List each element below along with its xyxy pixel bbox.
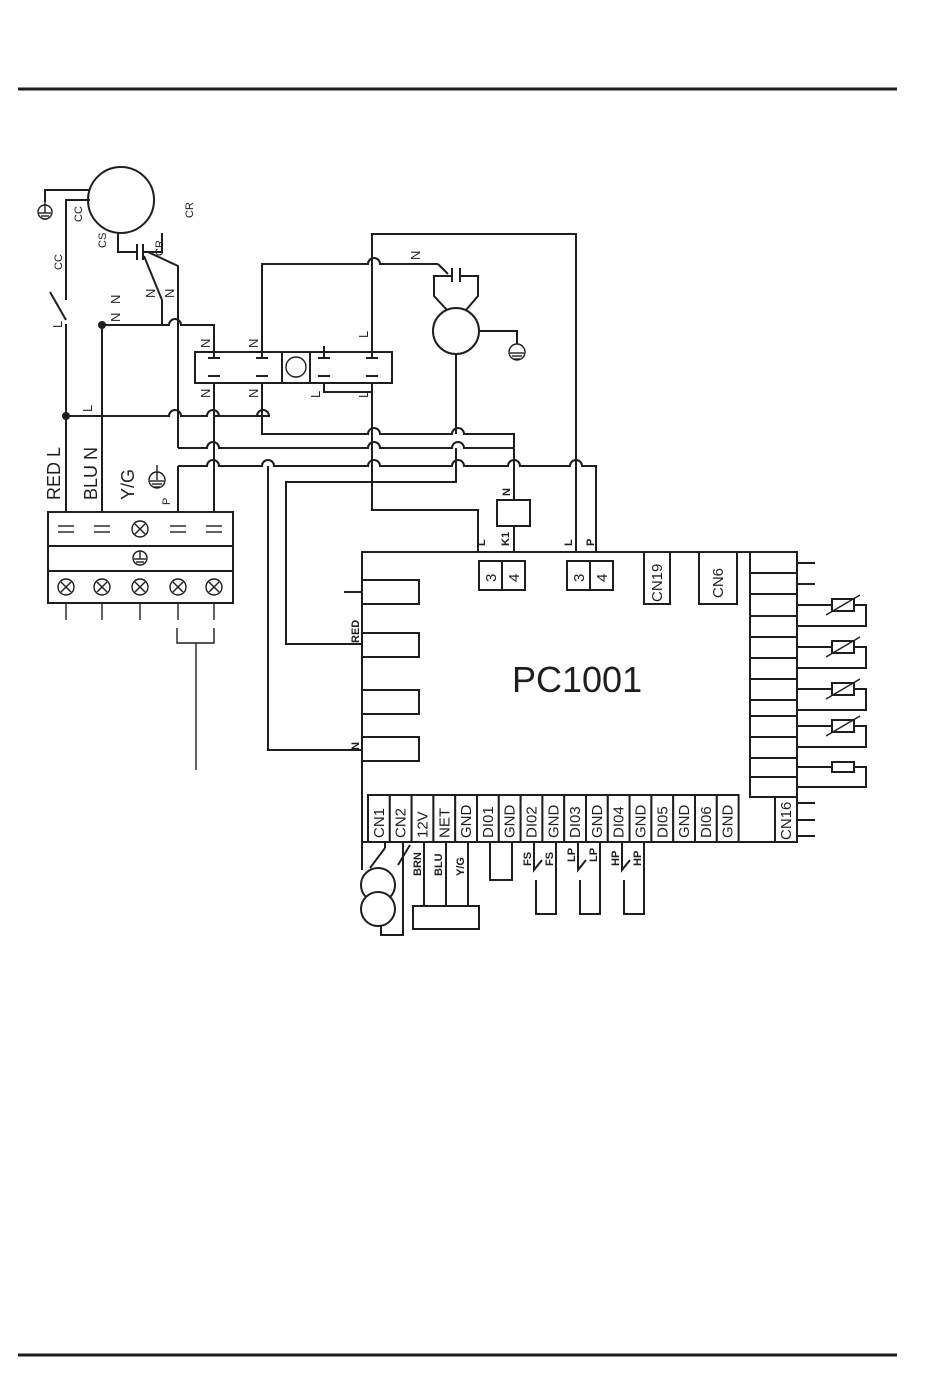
l-label-relay: L [476,539,488,546]
bottom-pin-9: GND [545,805,562,839]
bottom-pin-3: 12V [415,811,432,838]
relay-coil [497,500,530,526]
n-label-k5: N [246,389,261,398]
bottom-pin-10: DI03 [567,806,584,838]
bottom-pin-2: CN2 [393,808,410,838]
top-pin-3: 3 [571,574,588,582]
communication-cable: BRN BLU Y/G [412,842,479,929]
n-label-c2: N [162,289,177,298]
connector-cn19: CN19 [649,564,666,602]
sensor-icon [797,762,866,787]
hp-label-1: HP [610,851,622,866]
bottom-pin-13: GND [633,805,650,839]
sensor-thermistors [797,595,866,787]
compressor: CC CS CR [73,167,196,248]
top-pin-1: 3 [483,574,500,582]
bottom-pin-4: NET [436,808,453,838]
fan-motor [433,264,517,434]
compressor-switch [50,292,66,320]
terminal-label-yg: Y/G [118,469,138,500]
bottom-pin-8: DI02 [524,806,541,838]
connector-cn6: CN6 [710,568,727,598]
l-label-k6: L [308,391,323,398]
bottom-pin-7: GND [502,805,519,839]
terminal-label-red-l: RED L [44,447,64,500]
l-label-switch: L [50,321,65,328]
cable-yg: Y/G [455,857,467,876]
cc-label: CC [53,254,65,270]
red-label-board: RED [350,620,362,643]
l-label-top: L [563,539,575,546]
n-label-k4: N [198,389,213,398]
l-label-bus: L [80,405,95,412]
board-name: PC1001 [512,659,642,700]
thermistor-icon [797,679,866,710]
terminal-label-p: P [161,498,173,505]
compressor-terminal-cs: CS [97,233,109,248]
terminal-label-blu-n: BLU N [81,447,101,500]
ground-icon [509,344,525,360]
bottom-pin-12: DI04 [611,806,628,838]
ground-icon [38,202,52,219]
thermistor-icon [797,595,866,626]
relay-k1-label: K1 [500,532,512,546]
bottom-pin-11: GND [589,805,606,839]
compressor-terminal-cc: CC [73,206,85,222]
low-pressure-switch: LP LP [566,842,600,914]
flow-switch: FS FS [522,842,556,914]
bottom-pin-16: DI06 [698,806,715,838]
fs-label-2: FS [544,852,556,866]
bottom-pin-17: GND [720,805,737,839]
bottom-pin-1: CN1 [371,808,388,838]
bottom-pin-15: GND [676,805,693,839]
l-label-k3: L [356,331,371,338]
lp-label-1: LP [566,848,578,862]
top-pin-4: 4 [594,574,611,582]
connector-cn16: CN16 [778,802,795,840]
di01-jumper [490,842,512,880]
thermistor-icon [797,716,866,747]
n-label-k2: N [246,339,261,348]
n-label-relay: N [501,488,513,496]
terminal-block: RED L BLU N Y/G P [44,447,233,770]
n-label-k1: N [198,339,213,348]
transformer [361,842,410,935]
cable-brn: BRN [412,852,424,876]
lp-label-2: LP [588,848,600,862]
fs-label-1: FS [522,852,534,866]
n-label-fan: N [408,251,423,260]
n-label-c3: N [108,295,123,304]
n-label-c1: N [143,289,158,298]
bottom-pin-5: GND [458,805,475,839]
n-label-c4: N [108,313,123,322]
capacitor-cr-label: CR [154,240,166,256]
hp-label-2: HP [632,851,644,866]
thermistor-icon [797,637,866,668]
bottom-pin-6: DI01 [480,806,497,838]
n-label-board: N [350,742,362,750]
ground-icon [149,465,165,488]
high-pressure-switch: HP HP [610,842,644,914]
compressor-terminal-cr: CR [184,202,196,218]
cable-blu: BLU [433,853,445,876]
p-label-top: P [585,539,597,546]
bottom-pin-14: DI05 [654,806,671,838]
top-pin-2: 4 [506,574,523,582]
